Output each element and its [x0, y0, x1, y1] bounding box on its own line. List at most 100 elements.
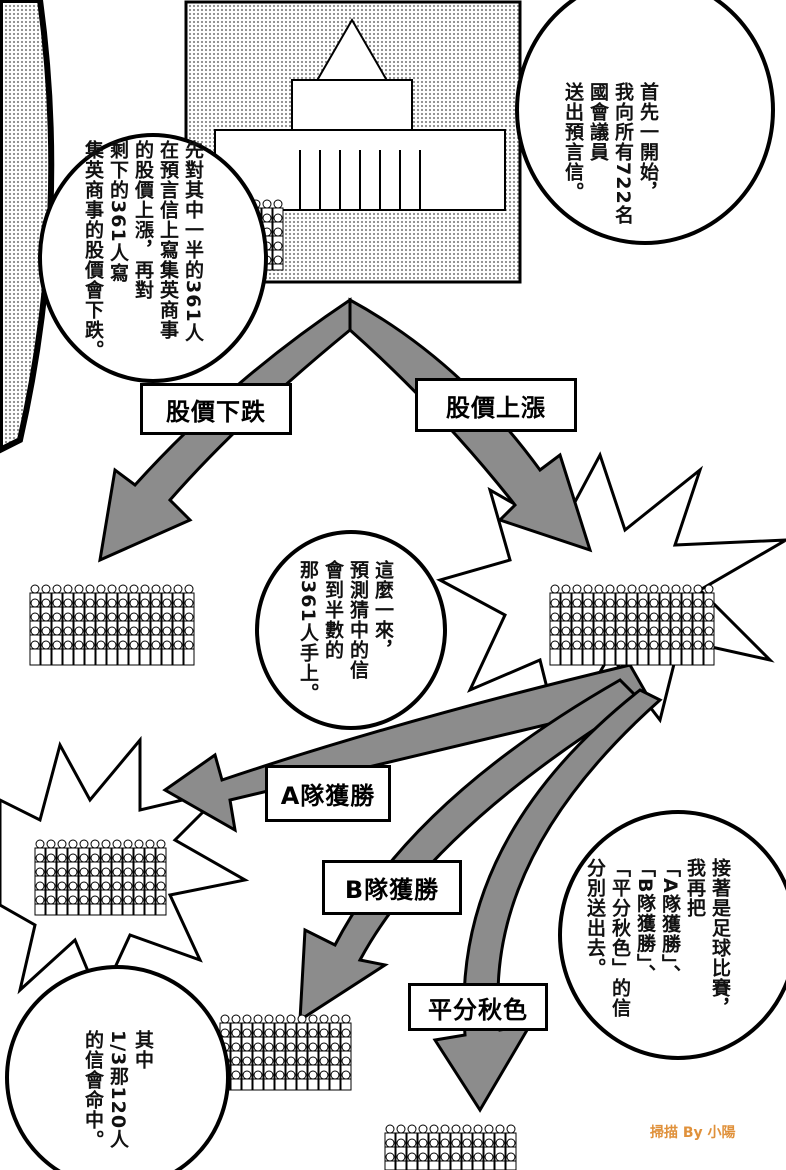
person-head: [145, 853, 155, 863]
person-head: [462, 1124, 472, 1134]
person-head: [638, 598, 648, 608]
person-head: [90, 839, 100, 849]
person-head: [473, 1152, 483, 1162]
person-head: [156, 881, 166, 891]
scanlation-watermark: 掃描 By 小陽: [650, 1125, 736, 1141]
text-line: 「A隊獲勝」、: [659, 858, 681, 985]
person-head: [162, 640, 172, 650]
person-head: [220, 1014, 230, 1024]
person-head: [151, 640, 161, 650]
person-head: [583, 640, 593, 650]
person-head: [550, 612, 560, 622]
person-head: [242, 1042, 252, 1052]
text-line: 先對其中一半的361人: [182, 140, 204, 343]
person-head: [594, 598, 604, 608]
person-head: [693, 612, 703, 622]
person-head: [30, 626, 40, 636]
person-head: [85, 612, 95, 622]
person-head: [616, 626, 626, 636]
person-head: [451, 1152, 461, 1162]
person-head: [693, 640, 703, 650]
person-head: [451, 1124, 461, 1134]
person-body: [692, 648, 704, 666]
person-body: [73, 648, 85, 666]
person-head: [30, 584, 40, 594]
person-head: [101, 895, 111, 905]
person-head: [605, 626, 615, 636]
person-head: [140, 598, 150, 608]
person-head: [90, 881, 100, 891]
person-body: [329, 1078, 341, 1091]
person-head: [693, 584, 703, 594]
person-head: [308, 1042, 318, 1052]
person-body: [472, 1160, 484, 1170]
person-head: [418, 1124, 428, 1134]
person-head: [129, 640, 139, 650]
label-draw: 平分秋色: [408, 983, 548, 1031]
person-head: [63, 584, 73, 594]
person-head: [129, 626, 139, 636]
speech-bubble-result: [255, 530, 447, 730]
person-head: [74, 598, 84, 608]
person-head: [495, 1124, 505, 1134]
person-head: [583, 612, 593, 622]
person-head: [68, 881, 78, 891]
person-head: [594, 612, 604, 622]
person-head: [30, 612, 40, 622]
person-head: [286, 1028, 296, 1038]
person-head: [112, 867, 122, 877]
person-head: [671, 598, 681, 608]
person-head: [330, 1014, 340, 1024]
person-body: [128, 648, 140, 666]
person-body: [494, 1160, 506, 1170]
person-head: [451, 1138, 461, 1148]
person-head: [682, 626, 692, 636]
person-head: [286, 1014, 296, 1024]
person-head: [41, 584, 51, 594]
person-body: [183, 648, 195, 666]
person-body: [106, 648, 118, 666]
person-body: [296, 1078, 308, 1091]
person-head: [682, 640, 692, 650]
person-head: [462, 1152, 472, 1162]
crowd: [34, 839, 167, 916]
person-head: [319, 1014, 329, 1024]
person-head: [286, 1070, 296, 1080]
person-head: [330, 1028, 340, 1038]
person-body: [648, 648, 660, 666]
person-head: [319, 1056, 329, 1066]
person-head: [68, 867, 78, 877]
person-head: [57, 839, 67, 849]
text-line: 1/3那120人: [107, 1030, 129, 1150]
person-head: [286, 1056, 296, 1066]
person-head: [123, 867, 133, 877]
person-head: [129, 598, 139, 608]
person-body: [155, 903, 167, 916]
person-head: [308, 1028, 318, 1038]
person-head: [330, 1056, 340, 1066]
person-body: [395, 1160, 407, 1170]
person-head: [572, 640, 582, 650]
person-head: [275, 1028, 285, 1038]
person-body: [139, 648, 151, 666]
person-head: [495, 1138, 505, 1148]
person-head: [74, 640, 84, 650]
person-head: [638, 612, 648, 622]
person-head: [151, 626, 161, 636]
bubble-text-football: 接著是足球比賽， 我再把 「A隊獲勝」、 「B隊獲勝」、 「平分秋色」的信 分別…: [582, 858, 732, 1018]
person-head: [682, 598, 692, 608]
person-head: [627, 598, 637, 608]
person-head: [297, 1042, 307, 1052]
person-head: [90, 867, 100, 877]
person-head: [264, 1042, 274, 1052]
person-head: [660, 640, 670, 650]
person-head: [418, 1138, 428, 1148]
person-head: [473, 1124, 483, 1134]
person-head: [627, 612, 637, 622]
person-head: [572, 584, 582, 594]
person-head: [429, 1124, 439, 1134]
person-head: [242, 1014, 252, 1024]
person-body: [450, 1160, 462, 1170]
person-body: [100, 903, 112, 916]
person-head: [704, 598, 714, 608]
